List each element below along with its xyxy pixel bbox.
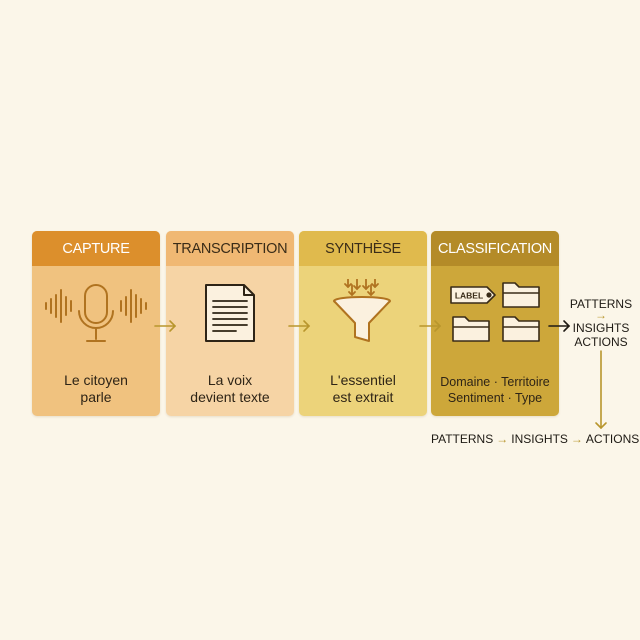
step-title-transcription: TRANSCRIPTION [166,231,294,266]
arrow-down-to-flow [595,350,607,430]
caption-line: Le citoyen [64,372,128,388]
output-flow: PATTERNS → INSIGHTS → ACTIONS [431,432,639,446]
step-card-capture: CAPTURE Le citoyen parle [32,231,160,416]
output-insights: INSIGHTS [572,321,630,335]
step-title-synthese: SYNTHÈSE [299,231,427,266]
step-caption-classification: Domaine · Territoire Sentiment · Type [431,374,559,406]
arrow-synthese-to-classification [419,320,442,332]
step-card-classification: CLASSIFICATION LABEL Domaine · Territoir… [431,231,559,416]
caption-line: devient texte [190,389,270,405]
step-card-synthese: SYNTHÈSE L'essentiel est extrait [299,231,427,416]
arrow-transcription-to-synthese [288,320,311,332]
arrow-capture-to-transcription [154,320,177,332]
arrow-classification-to-outputs [548,320,571,332]
flow-patterns: PATTERNS [431,432,494,446]
step-card-transcription: TRANSCRIPTION La voix devient texte [166,231,294,416]
document-icon [205,284,255,342]
flow-arrow-icon: → [496,432,509,446]
caption-line: Domaine · Territoire [440,375,550,389]
output-patterns: PATTERNS [569,297,633,311]
caption-line: La voix [207,372,253,388]
step-title-classification: CLASSIFICATION [431,231,559,266]
flow-arrow-icon: → [570,432,583,446]
step-caption-transcription: La voix devient texte [166,372,294,406]
microphone-soundwave-icon [45,284,147,342]
label-folders-icon: LABEL [450,282,540,342]
caption-line: est extrait [332,389,394,405]
step-caption-capture: Le citoyen parle [32,372,160,406]
step-caption-synthese: L'essentiel est extrait [299,372,427,406]
caption-line: L'essentiel [330,372,396,388]
flow-actions: ACTIONS [585,432,640,446]
output-stack: PATTERNS → INSIGHTS ACTIONS [568,297,634,349]
caption-line: Sentiment · Type [447,391,543,405]
step-title-capture: CAPTURE [32,231,160,266]
flow-insights: INSIGHTS [511,432,568,446]
label-tag-text: LABEL [455,291,483,301]
small-arrow-icon: → [595,308,607,322]
caption-line: parle [80,389,112,405]
output-actions: ACTIONS [574,335,628,349]
funnel-icon [333,279,391,342]
